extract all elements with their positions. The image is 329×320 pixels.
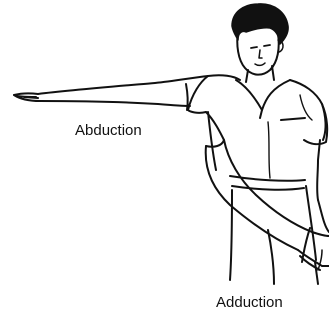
abducted-arm	[14, 76, 208, 113]
adduction-label: Adduction	[216, 294, 283, 311]
abduction-label: Abduction	[75, 122, 142, 139]
hair	[232, 4, 288, 44]
head	[237, 30, 283, 75]
adducted-arm	[206, 112, 329, 270]
